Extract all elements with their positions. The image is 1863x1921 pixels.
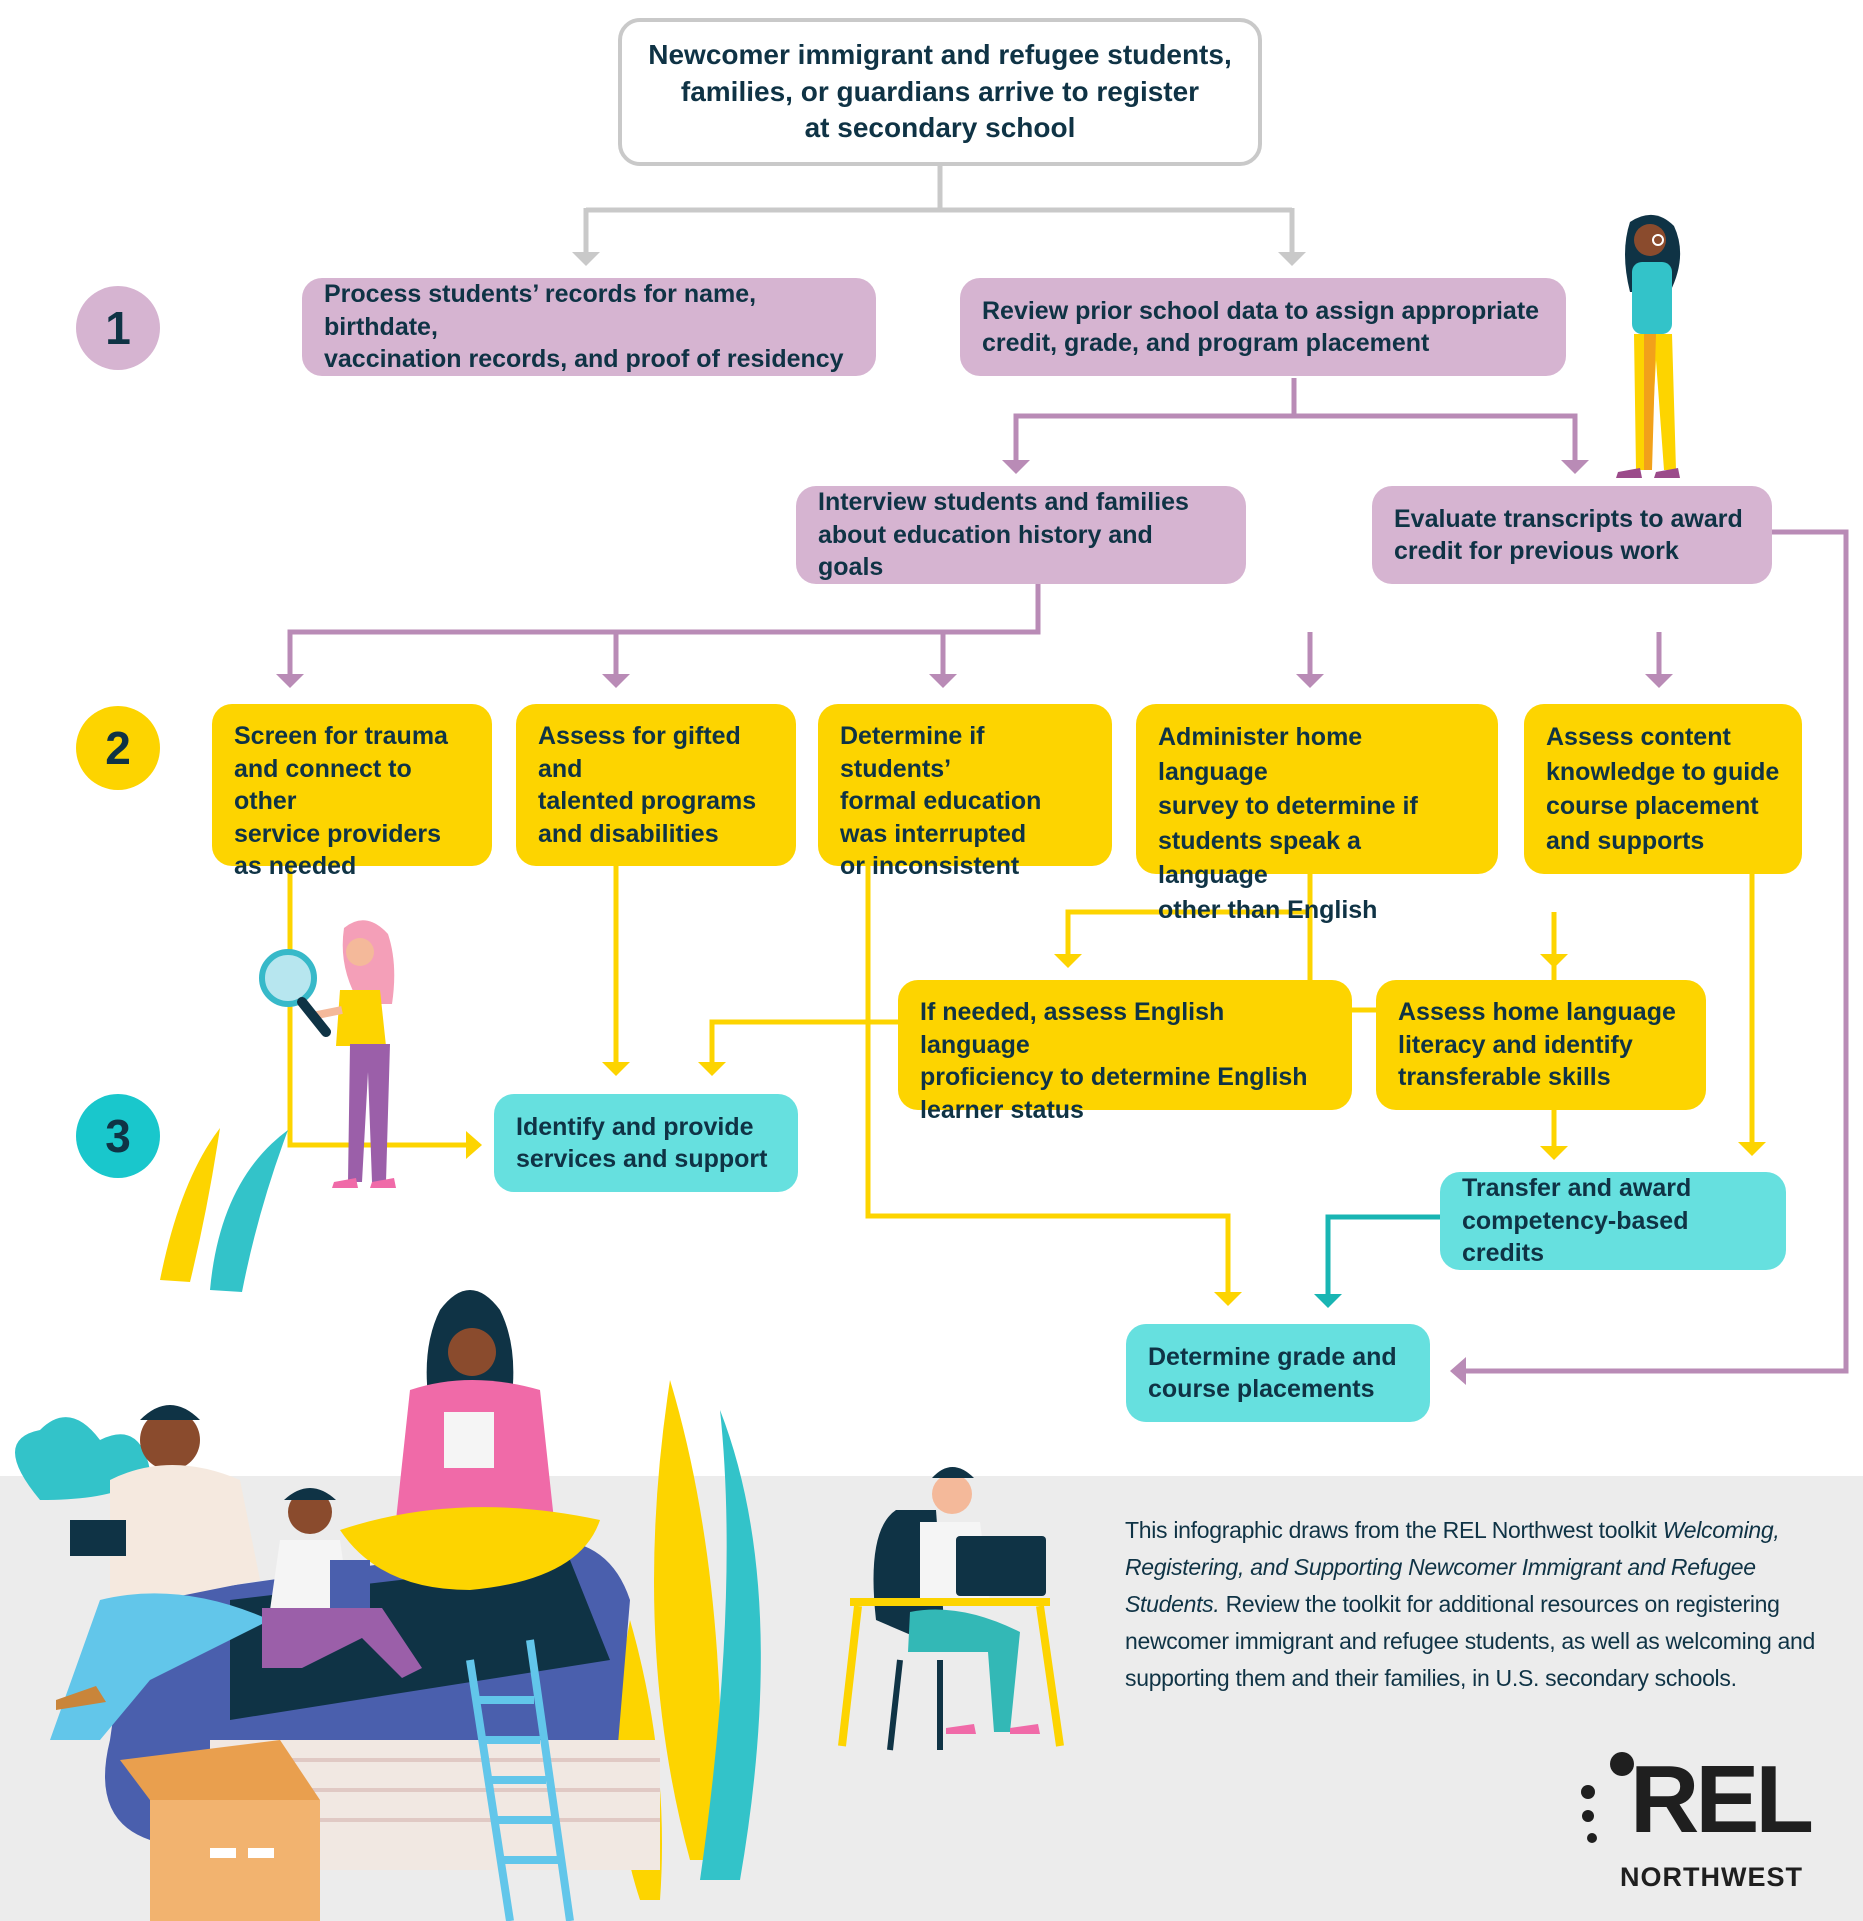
content-knowledge-line-2: knowledge to guide	[1546, 757, 1780, 786]
home-survey-line-3: students speak a language	[1158, 826, 1361, 890]
screen-trauma-line-3: service providers	[234, 819, 442, 848]
home-literacy-line-1: Assess home language	[1398, 998, 1676, 1026]
footer-text-before: This infographic draws from the REL Nort…	[1125, 1517, 1663, 1543]
gifted-line-2: talented programs	[538, 787, 757, 815]
interview-line-2: about education history and goals	[818, 520, 1153, 582]
start-line-1: Newcomer immigrant and refugee students,	[648, 39, 1232, 71]
home-literacy-box: Assess home language literacy and identi…	[1376, 980, 1706, 1110]
review-prior-box: Review prior school data to assign appro…	[960, 278, 1566, 376]
step-2-number: 2	[105, 722, 131, 774]
step-2-badge: 2	[76, 706, 160, 790]
footer-description: This infographic draws from the REL Nort…	[1125, 1512, 1845, 1697]
step-1-badge: 1	[76, 286, 160, 370]
english-proficiency-line-3: learner status	[920, 1095, 1084, 1124]
process-records-line-2: vaccination records, and proof of reside…	[324, 345, 844, 374]
home-survey-line-1: Administer home language	[1158, 723, 1363, 786]
start-box: Newcomer immigrant and refugee students,…	[618, 18, 1262, 166]
gifted-line-1: Assess for gifted and	[538, 722, 741, 783]
footer-text-after: Review the toolkit for additional resour…	[1125, 1591, 1816, 1691]
services-line-2: services and support	[516, 1145, 768, 1173]
english-proficiency-line-2: proficiency to determine English	[920, 1063, 1308, 1091]
toolkit-title: Welcoming, Registering, and Supporting N…	[1125, 1517, 1780, 1617]
content-knowledge-line-4: and supports	[1546, 826, 1705, 855]
interrupted-education-box: Determine if students’ formal education …	[818, 704, 1112, 880]
screen-trauma-line-4: as needed	[234, 852, 357, 880]
transfer-credits-line-2: competency-based credits	[1462, 1206, 1689, 1268]
family-reading-illustration	[50, 1290, 660, 1921]
review-prior-line-2: credit, grade, and program placement	[982, 329, 1430, 357]
step-1-number: 1	[105, 302, 131, 354]
home-survey-line-2: survey to determine if	[1158, 792, 1418, 820]
logo-word: REL	[1630, 1746, 1814, 1853]
process-records-box: Process students’ records for name, birt…	[302, 278, 876, 376]
interrupted-line-2: formal education	[840, 787, 1042, 815]
evaluate-transcripts-line-1: Evaluate transcripts to award	[1394, 504, 1743, 533]
student-laptop-illustration	[838, 1467, 1064, 1751]
step-3-number: 3	[105, 1110, 131, 1162]
woman-thinking-illustration	[1616, 214, 1681, 478]
services-support-box: Identify and provide services and suppor…	[494, 1094, 798, 1192]
screen-trauma-box: Screen for trauma and connect to other s…	[212, 704, 492, 880]
services-line-1: Identify and provide	[516, 1112, 754, 1141]
logo-dots-icon	[1581, 1752, 1634, 1843]
woman-magnifier-illustration	[259, 920, 396, 1188]
evaluate-transcripts-line-2: credit for previous work	[1394, 537, 1679, 565]
content-knowledge-line-1: Assess content	[1546, 723, 1731, 751]
transfer-credits-box: Transfer and award competency-based cred…	[1440, 1172, 1786, 1270]
gray-connectors	[583, 165, 1295, 254]
transfer-credits-line-1: Transfer and award	[1462, 1174, 1692, 1203]
interrupted-line-1: Determine if students’	[840, 722, 985, 783]
rel-northwest-logo: REL NORTHWEST	[1578, 1752, 1828, 1892]
process-records-line-1: Process students’ records for name, birt…	[324, 280, 757, 341]
review-prior-line-1: Review prior school data to assign appro…	[982, 296, 1540, 325]
placements-line-2: course placements	[1148, 1375, 1375, 1403]
screen-trauma-line-2: and connect to other	[234, 754, 412, 816]
purple-connectors	[287, 378, 1849, 1374]
content-knowledge-line-3: course placement	[1546, 792, 1759, 820]
placements-box: Determine grade and course placements	[1126, 1324, 1430, 1422]
placements-line-1: Determine grade and	[1148, 1342, 1397, 1371]
english-proficiency-line-1: If needed, assess English language	[920, 998, 1225, 1059]
interview-box: Interview students and families about ed…	[796, 486, 1246, 584]
content-knowledge-box: Assess content knowledge to guide course…	[1524, 704, 1802, 874]
interview-line-1: Interview students and families	[818, 488, 1189, 517]
home-language-survey-box: Administer home language survey to deter…	[1136, 704, 1498, 924]
interrupted-line-4: or inconsistent	[840, 852, 1020, 880]
gifted-box: Assess for gifted and talented programs …	[516, 704, 796, 866]
home-literacy-line-3: transferable skills	[1398, 1063, 1611, 1091]
evaluate-transcripts-box: Evaluate transcripts to award credit for…	[1372, 486, 1772, 584]
gifted-line-3: and disabilities	[538, 819, 719, 848]
screen-trauma-line-1: Screen for trauma	[234, 722, 448, 750]
home-survey-line-4: other than English	[1158, 895, 1378, 924]
interrupted-line-3: was interrupted	[840, 819, 1027, 848]
english-proficiency-box: If needed, assess English language profi…	[898, 980, 1352, 1124]
step-3-badge: 3	[76, 1094, 160, 1178]
start-line-2: families, or guardians arrive to registe…	[680, 75, 1200, 107]
teal-connectors	[1325, 1214, 1440, 1296]
home-literacy-line-2: literacy and identify	[1398, 1030, 1633, 1059]
start-line-3: at secondary school	[804, 112, 1076, 144]
logo-subtitle: NORTHWEST	[1620, 1862, 1803, 1892]
